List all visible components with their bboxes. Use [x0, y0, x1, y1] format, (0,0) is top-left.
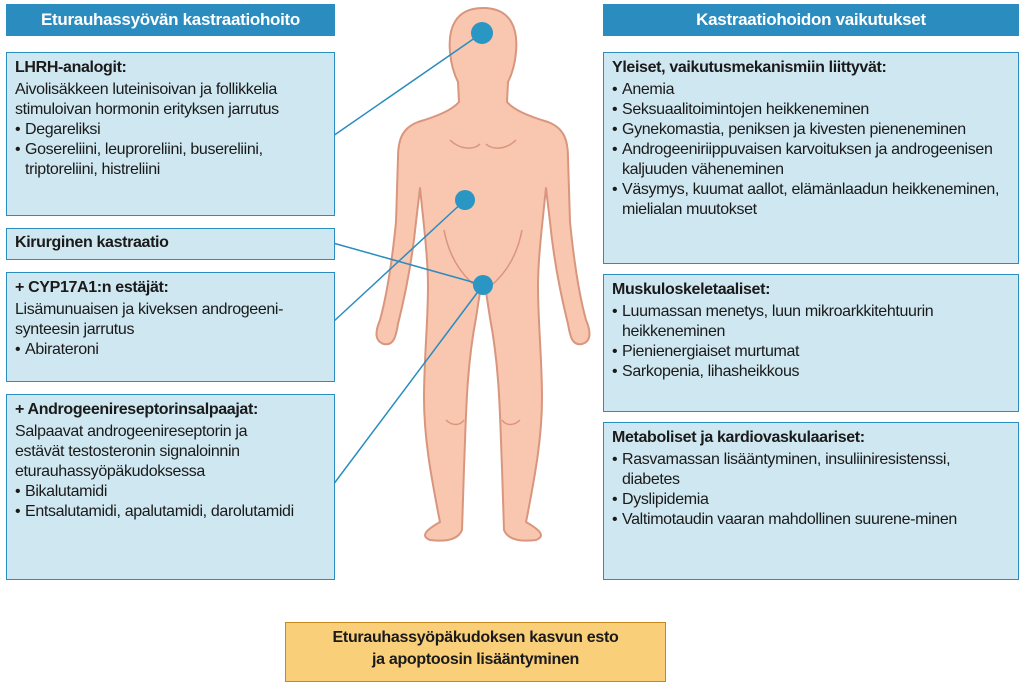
list-item: Entsalutamidi, apalutamidi, darolutamidi — [15, 502, 326, 522]
ar-description-line: estävät testosteronin signaloinnin — [15, 442, 326, 462]
cyp17a1-title: + CYP17A1:n estäjät: — [15, 278, 326, 298]
list-item: Gosereliini, leuproreliini, busereliini,… — [15, 140, 326, 180]
ar-description-line: eturauhassyöpäkudoksessa — [15, 462, 326, 482]
list-item: Pienienergiaiset murtumat — [612, 342, 1010, 362]
list-item: Luumassan menetys, luun mikroarkkitehtuu… — [612, 302, 1010, 342]
musculoskeletal-title: Muskuloskeletaaliset: — [612, 280, 1010, 300]
lhrh-analogs-box: LHRH-analogit: Aivolisäkkeen luteinisoiv… — [6, 52, 335, 216]
list-item: Bikalutamidi — [15, 482, 326, 502]
list-item: Dyslipidemia — [612, 490, 1010, 510]
right-header: Kastraatiohoidon vaikutukset — [603, 4, 1019, 36]
ar-description-line: Salpaavat androgeenireseptorin ja — [15, 422, 326, 442]
list-item: Rasvamassan lisääntyminen, insuliiniresi… — [612, 450, 1010, 490]
general-effects-box: Yleiset, vaikutusmekanismiin liittyvät: … — [603, 52, 1019, 264]
outcome-box: Eturauhassyöpäkudoksen kasvun esto ja ap… — [285, 622, 666, 682]
lhrh-title: LHRH-analogit: — [15, 58, 326, 78]
metabolic-cardiovascular-effects-box: Metaboliset ja kardiovaskulaariset: Rasv… — [603, 422, 1019, 580]
adrenal-target-dot — [455, 190, 475, 210]
musculoskeletal-effects-box: Muskuloskeletaaliset: Luumassan menetys,… — [603, 274, 1019, 412]
list-item: Väsymys, kuumat aallot, elämänlaadun hei… — [612, 180, 1010, 220]
cyp17a1-description-line: synteesin jarrutus — [15, 320, 326, 340]
metabolic-title: Metaboliset ja kardiovaskulaariset: — [612, 428, 1010, 448]
pituitary-target-dot — [471, 22, 493, 44]
cyp17a1-description-line: Lisämunuaisen ja kiveksen androgeeni- — [15, 300, 326, 320]
list-item: Sarkopenia, lihasheikkous — [612, 362, 1010, 382]
list-item: Degareliksi — [15, 120, 326, 140]
cyp17a1-inhibitors-box: + CYP17A1:n estäjät: Lisämunuaisen ja ki… — [6, 272, 335, 382]
list-item: Anemia — [612, 80, 1010, 100]
left-header: Eturauhassyövän kastraatiohoito — [6, 4, 335, 36]
list-item: Abirateroni — [15, 340, 326, 360]
list-item: Androgeeniriippuvaisen karvoituksen ja a… — [612, 140, 1010, 180]
ar-antagonists-title: + Androgeenireseptorinsalpaajat: — [15, 400, 326, 420]
lhrh-description-line: stimuloivan hormonin erityksen jarrutus — [15, 100, 326, 120]
outcome-line: ja apoptoosin lisääntyminen — [286, 649, 665, 671]
ar-antagonists-box: + Androgeenireseptorinsalpaajat: Salpaav… — [6, 394, 335, 580]
outcome-line: Eturauhassyöpäkudoksen kasvun esto — [286, 627, 665, 649]
surgical-castration-box: Kirurginen kastraatio — [6, 228, 335, 260]
list-item: Valtimotaudin vaaran mahdollinen suurene… — [612, 510, 1010, 530]
list-item: Gynekomastia, peniksen ja kivesten piene… — [612, 120, 1010, 140]
lhrh-description-line: Aivolisäkkeen luteinisoivan ja follikkel… — [15, 80, 326, 100]
general-effects-title: Yleiset, vaikutusmekanismiin liittyvät: — [612, 58, 1010, 78]
list-item: Seksuaalitoimintojen heikkeneminen — [612, 100, 1010, 120]
human-body-silhouette — [377, 8, 590, 541]
surgical-castration-title: Kirurginen kastraatio — [15, 233, 326, 253]
testis-target-dot — [473, 275, 493, 295]
